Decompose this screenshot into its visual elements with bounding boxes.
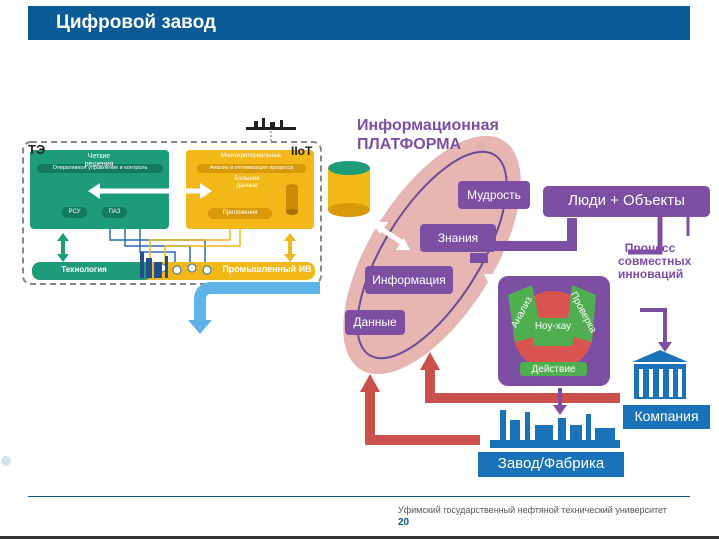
company-building-icon [632,350,688,399]
rsu-label: РСУ [68,209,81,215]
platform-title-2: ПЛАТФОРМА [357,136,462,153]
green-block-title: Четкие решения [84,153,114,168]
level-data [345,310,405,335]
people-objects-label: Люди + Объекты [568,192,685,209]
level-information-label: Информация [372,273,446,287]
ops-bar [37,164,163,173]
action-label: Действие [531,364,576,375]
factory-label: Завод/Фабрика [497,455,605,472]
industrial-label: Промышленный ИВ [222,264,312,274]
knowhow-box [533,318,573,346]
level-knowledge-label: Знания [437,231,479,245]
yellow-block-title: Многокритериальные [221,153,281,159]
ops-label: Оперативное управление и контроль [52,165,148,171]
paz-label: ПАЗ [108,209,121,215]
action-box [520,362,587,376]
blue-flow-arrow [194,282,320,322]
page-title: Цифровой завод [56,12,216,33]
company-label: Компания [634,408,699,424]
level-wisdom [458,181,530,209]
technology-label: Технология [61,265,107,274]
yellow-vertical-arrow [284,233,296,262]
technology-bar [32,262,152,280]
apps-pill [208,208,272,219]
bigdata-label: Большие данные [234,176,260,189]
database-icon [328,161,370,217]
footer-university: Уфимский государственный нефтяной технич… [398,505,667,515]
level-information [365,266,453,294]
left-panel-frame [22,141,322,285]
feedback-arrows [365,368,620,445]
bottom-strip [0,536,719,539]
analysis-label: Анализ и оптимизация процесса [209,165,294,171]
skyline-icon [246,118,296,130]
analysis-bar [197,164,306,173]
people-objects-box [543,186,710,217]
bigdata-icon [286,184,298,215]
mini-factory-icon [140,252,168,278]
purple-connector [470,218,577,251]
level-wisdom-label: Мудрость [467,188,521,202]
green-vertical-arrow [57,233,69,262]
platform-title-1: Информационная [357,117,499,134]
knowhow-label: Ноу-хау [534,321,572,332]
apps-label: Приложения [222,210,258,216]
te-label: ТЭ [28,142,46,157]
factory-icon [490,410,620,448]
decor-dot [1,456,11,466]
exchange-arrow-icon [88,183,212,199]
page-number: 20 [398,517,410,528]
footer-divider [28,496,690,497]
platform-orbit [356,150,508,360]
company-box [623,405,710,429]
rsu-pill [62,207,87,218]
check-segment [566,285,596,342]
innovation-process-label: Процесс совместных инноваций [618,241,692,282]
factory-box [478,452,624,477]
level-data-label: Данные [353,315,397,329]
title-bar [28,6,690,40]
paz-pill [102,207,127,218]
iiot-label: IIoT [291,144,313,158]
